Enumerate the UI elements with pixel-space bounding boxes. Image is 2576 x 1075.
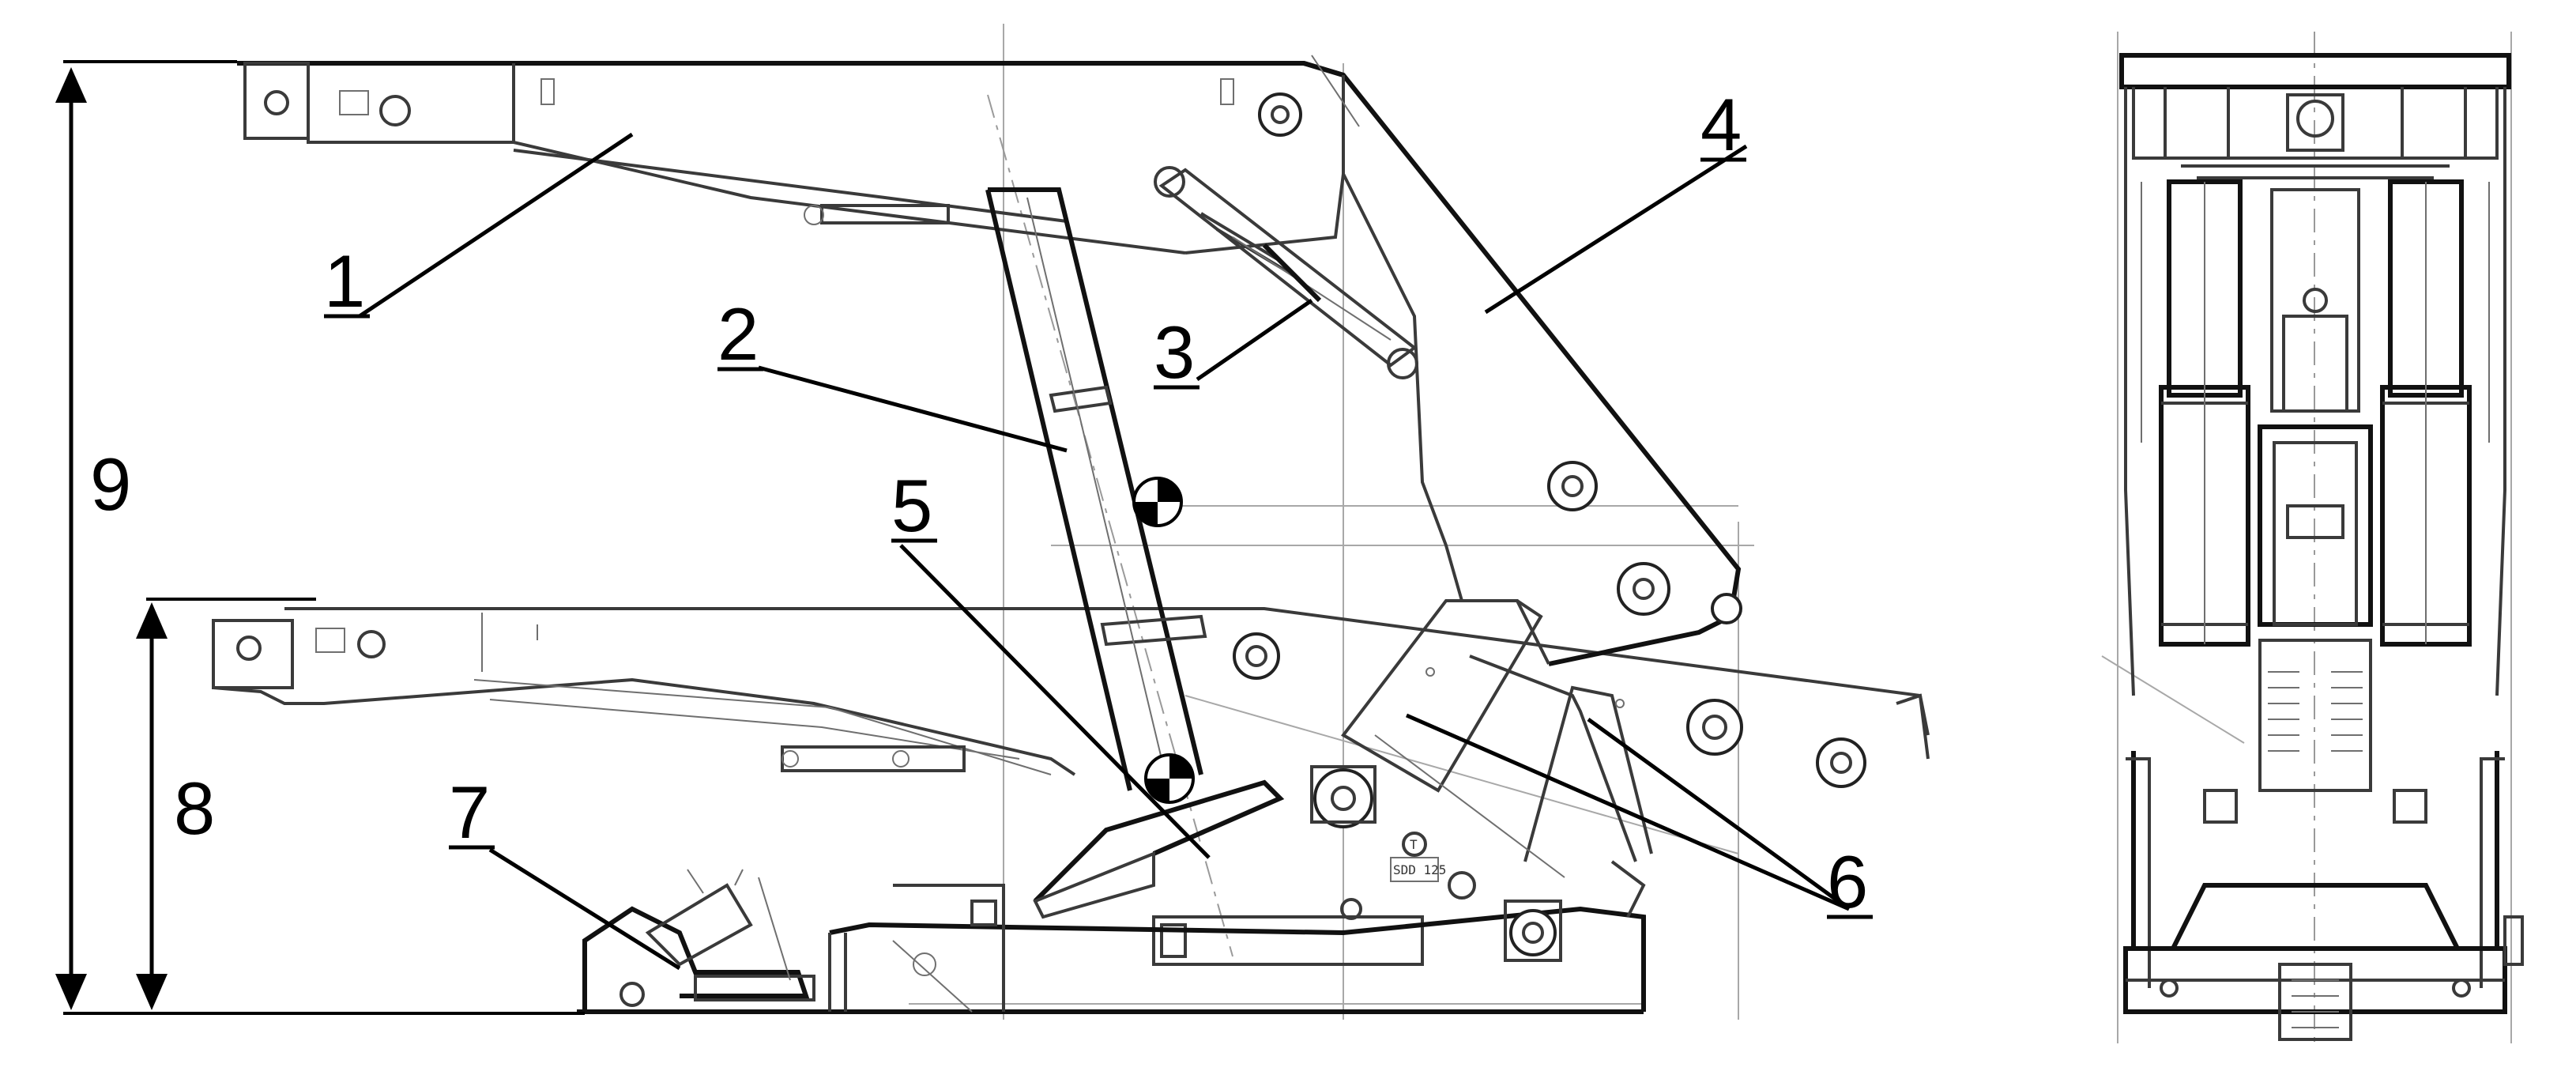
svg-text:7: 7 bbox=[449, 771, 490, 854]
spring-stack bbox=[2258, 639, 2372, 792]
front-leg bbox=[985, 187, 1207, 791]
balance-cylinder bbox=[1154, 166, 1418, 379]
svg-text:3: 3 bbox=[1154, 311, 1195, 394]
dimension-label-8: 8 bbox=[174, 767, 215, 850]
svg-text:4: 4 bbox=[1700, 83, 1742, 166]
rear-links bbox=[1341, 599, 1653, 878]
callout-3: 3 bbox=[1154, 311, 1199, 394]
callout-1: 1 bbox=[324, 240, 370, 322]
callout-5: 5 bbox=[891, 464, 937, 547]
leader-lines bbox=[358, 132, 1851, 971]
push-ram bbox=[582, 869, 815, 1012]
construction-lines bbox=[909, 24, 1754, 1020]
canopy-raised bbox=[237, 61, 1344, 255]
svg-text:1: 1 bbox=[324, 240, 365, 322]
callout-6: 6 bbox=[1827, 840, 1873, 923]
stamp-code: SDD 125 bbox=[1393, 862, 1446, 877]
callout-2: 2 bbox=[717, 292, 763, 375]
callout-7: 7 bbox=[449, 771, 495, 854]
canopy-lowered bbox=[212, 607, 1930, 788]
caving-shield bbox=[1184, 55, 1742, 666]
svg-text:6: 6 bbox=[1827, 840, 1868, 923]
svg-text:5: 5 bbox=[891, 464, 932, 547]
side-view: T SDD 125 bbox=[55, 24, 1930, 1020]
callout-4: 4 bbox=[1700, 83, 1746, 166]
stamp-letter: T bbox=[1410, 837, 1418, 852]
front-view bbox=[2101, 32, 2524, 1043]
dimension-8 bbox=[136, 598, 316, 1010]
svg-text:2: 2 bbox=[717, 292, 759, 375]
base-frame: T SDD 125 bbox=[577, 765, 1646, 1014]
dimension-label-9: 9 bbox=[90, 443, 131, 526]
dimension-9 bbox=[55, 60, 237, 1010]
center-of-gravity-markers bbox=[1132, 477, 1195, 804]
